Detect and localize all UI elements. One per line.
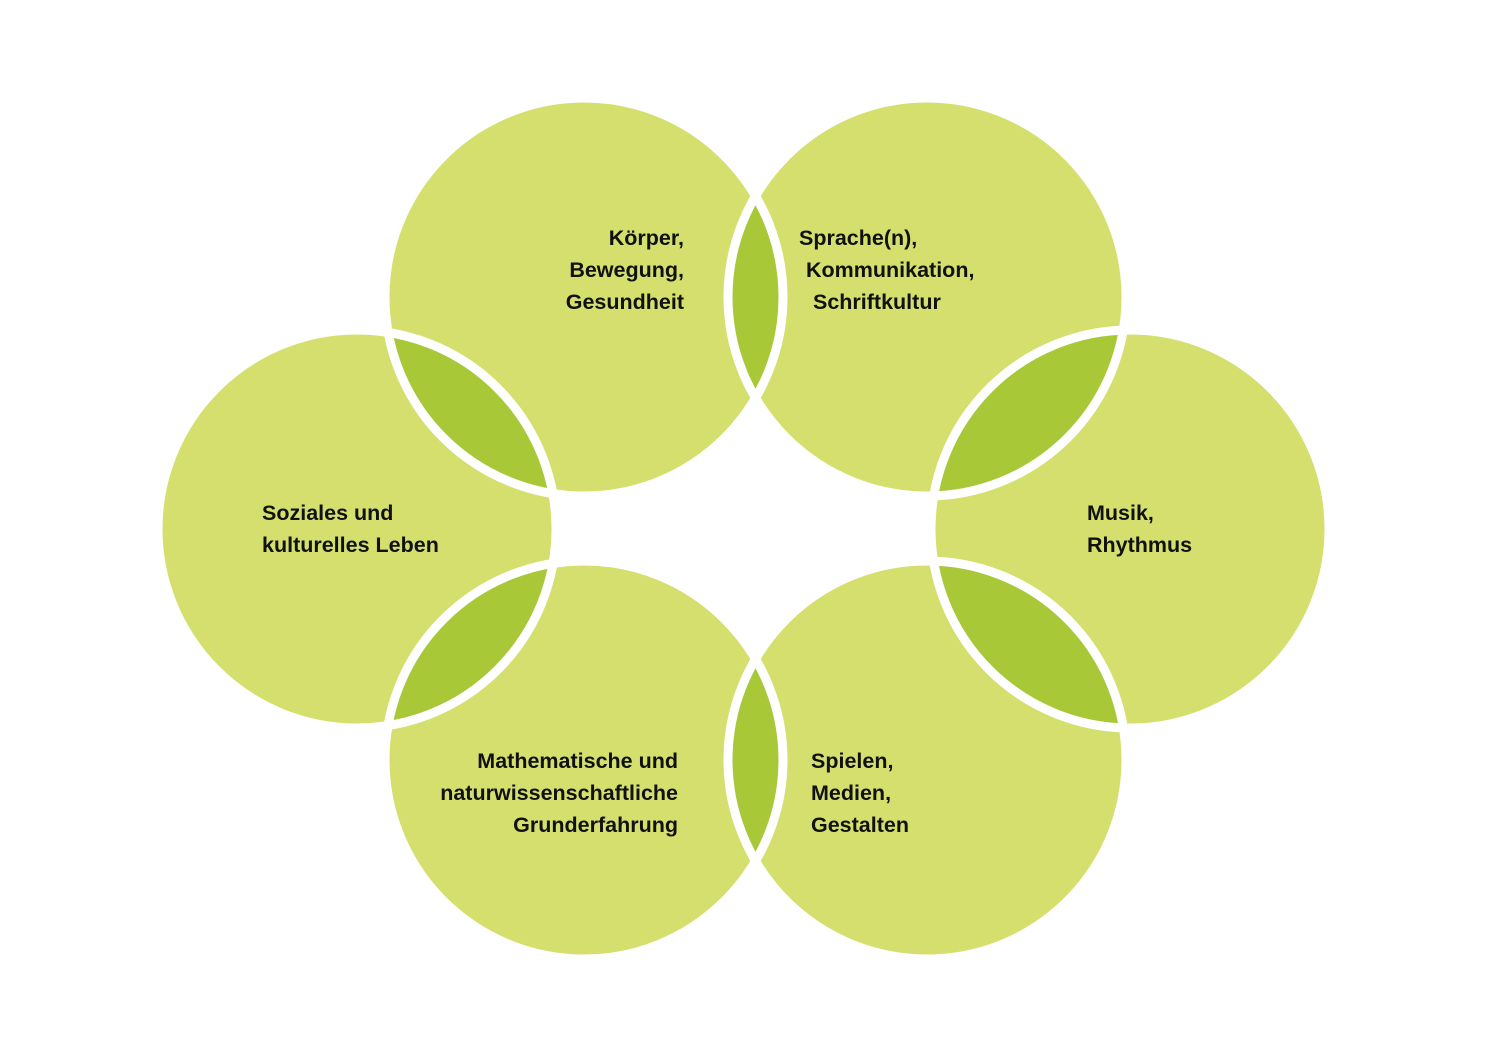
label-line: Mathematische und: [477, 749, 678, 773]
label-line: Spielen,: [811, 749, 893, 773]
label-musik: Musik, Rhythmus: [1087, 501, 1192, 557]
circle-outline-koerper: [380, 93, 788, 501]
label-line: Soziales und: [262, 501, 393, 525]
circle-outline-sprache: [723, 93, 1131, 501]
circle-outline-musik: [926, 325, 1334, 733]
label-line: Bewegung,: [569, 258, 684, 282]
overlap-soziales-mathematik: [385, 561, 556, 728]
circle-outline-mathematik: [380, 556, 788, 964]
label-line: naturwissenschaftliche: [440, 781, 678, 805]
overlap-musik-spielen: [931, 561, 1126, 728]
label-line: kulturelles Leben: [262, 533, 439, 557]
label-line: Gestalten: [811, 813, 909, 837]
circle-outlines-layer: [153, 93, 1334, 964]
circle-outline-spielen: [723, 556, 1131, 964]
labels-layer: Körper, Bewegung, Gesundheit Sprache(n), Kom…: [262, 226, 1192, 837]
label-spielen: Spielen, Medien, Gestalten: [811, 749, 909, 837]
label-line: Grunderfahrung: [513, 813, 678, 837]
label-line: Körper,: [609, 226, 684, 250]
circle-outline-soziales: [153, 325, 561, 733]
label-line: Rhythmus: [1087, 533, 1192, 557]
label-line: Medien,: [811, 781, 891, 805]
label-line: Kommunikation,: [806, 258, 974, 282]
label-koerper: Körper, Bewegung, Gesundheit: [566, 226, 684, 314]
label-line: Gesundheit: [566, 290, 684, 314]
label-soziales: Soziales und kulturelles Leben: [262, 501, 439, 557]
overlap-lenses-layer: [385, 98, 1126, 959]
overlap-koerper-soziales: [385, 330, 556, 496]
label-sprache: Sprache(n), Kommunikation, Schriftkultur: [799, 226, 974, 314]
label-line: Musik,: [1087, 501, 1154, 525]
overlap-sprache-musik: [931, 330, 1126, 496]
label-line: Schriftkultur: [813, 290, 941, 314]
label-line: Sprache(n),: [799, 226, 917, 250]
